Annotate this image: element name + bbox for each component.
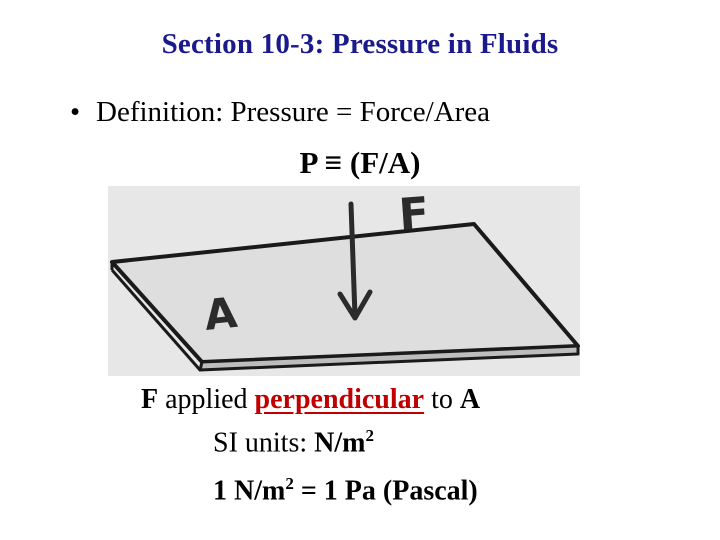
si-units-label: SI units: [213,427,315,459]
force-arrow [337,201,373,321]
si-units-line: SI units: N/m2 [213,426,374,459]
area-label: A [202,288,240,340]
force-symbol: F [141,384,159,415]
si-unit: N/m [314,427,366,459]
pascal-exponent: 2 [285,474,294,493]
equation-lhs: P [299,145,317,180]
perpendicular-emphasis: perpendicular [254,384,425,415]
slide-title: Section 10-3: Pressure in Fluids [161,28,559,60]
pascal-definition: 1 N/m2 = 1 Pa (Pascal) [213,474,478,507]
to-text: to [424,384,460,415]
force-label: F [397,188,431,241]
applied-text: applied [158,384,255,415]
area-symbol: A [459,384,481,415]
force-area-illustration: F A [108,186,580,376]
definition-bullet: • Definition: Pressure = Force/Area [70,96,490,129]
perpendicular-statement: F applied perpendicular to A [141,384,480,416]
si-unit-exponent: 2 [365,426,374,445]
pascal-rhs: = 1 Pa (Pascal) [293,475,478,507]
pressure-equation: P ≡ (F/A) [0,145,720,181]
equation-symbol: ≡ [324,145,343,180]
equation-rhs: (F/A) [349,145,421,180]
surface-plane [110,222,580,372]
bullet-marker: • [70,96,81,128]
definition-text: Definition: Pressure = Force/Area [96,96,491,128]
pascal-lhs: 1 N/m [213,475,286,507]
